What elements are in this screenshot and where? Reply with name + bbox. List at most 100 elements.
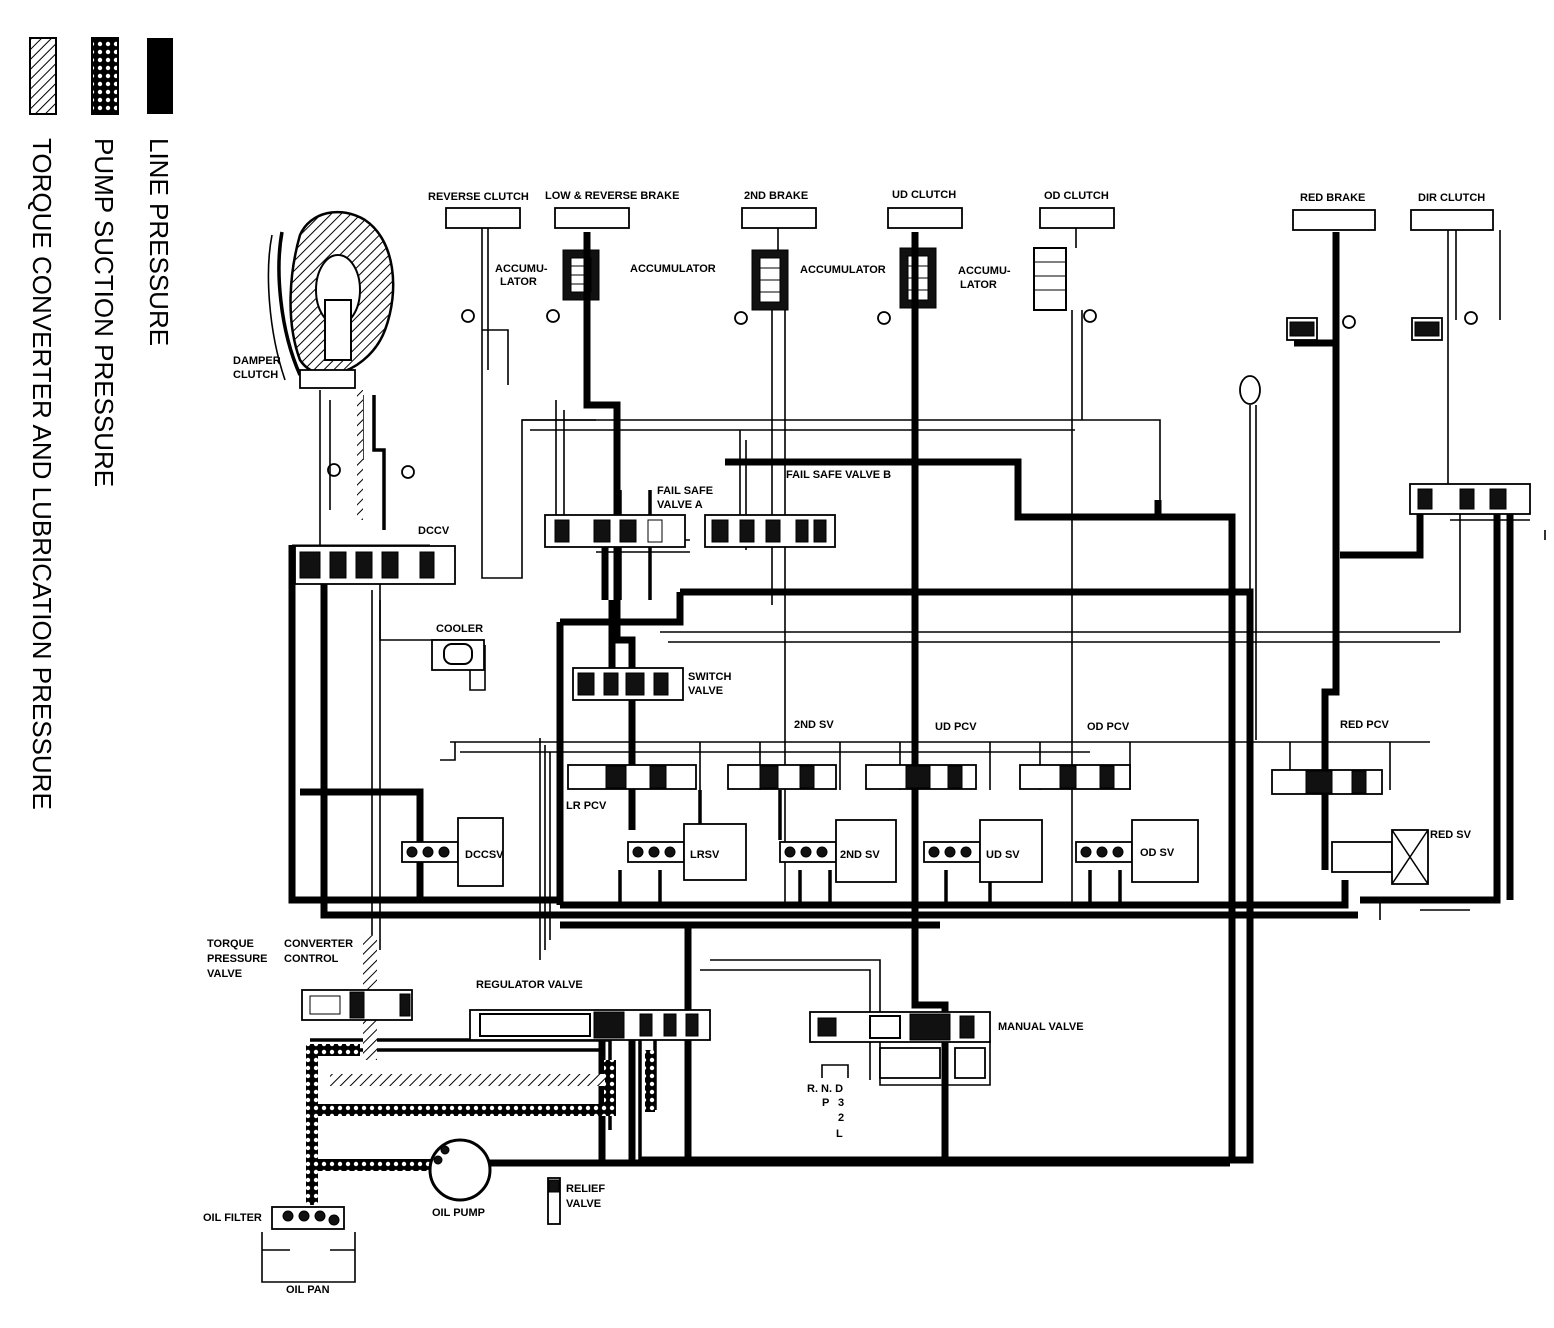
label-ud-sv: UD SV <box>986 849 1020 861</box>
signal-lines <box>319 228 1546 1086</box>
label-gear-p: P <box>822 1097 829 1109</box>
medium-lines <box>310 395 1122 1160</box>
label-converter-control-1: CONVERTER <box>284 938 353 950</box>
oil-pan-icon <box>261 1232 356 1283</box>
label-accumulator-1a: ACCUMU- <box>495 263 548 275</box>
labels: REVERSE CLUTCH LOW & REVERSE BRAKE 2ND B… <box>203 189 1485 1296</box>
label-gear-l: L <box>836 1128 843 1140</box>
cooler-icon <box>431 639 485 671</box>
label-switch-valve-1: SWITCH <box>688 671 731 683</box>
solenoid-valve-icon <box>1331 829 1429 885</box>
spool-valve-icon <box>1271 769 1383 795</box>
orifice-icon <box>877 311 891 325</box>
clutch-block-icon <box>741 207 817 229</box>
legend: LINE PRESSURE PUMP SUCTION PRESSURE TORQ… <box>27 37 174 810</box>
spool-valve-icon <box>301 989 413 1021</box>
label-od-pcv: OD PCV <box>1087 721 1130 733</box>
relief-valve-icon <box>547 1177 561 1225</box>
label-torque-pressure-2: PRESSURE <box>207 953 268 965</box>
label-regulator-valve: REGULATOR VALVE <box>476 979 583 991</box>
label-gear-2: 2 <box>838 1112 844 1124</box>
label-oil-filter: OIL FILTER <box>203 1212 262 1224</box>
label-torque-pressure-1: TORQUE <box>207 938 254 950</box>
orifice-icon <box>1239 375 1261 405</box>
label-torque-pressure-3: VALVE <box>207 968 242 980</box>
spool-valve-icon <box>1019 764 1131 790</box>
label-gear-3: 3 <box>838 1097 844 1109</box>
solenoid-valve-icon <box>923 819 1043 883</box>
accumulator-icon <box>751 249 789 311</box>
solenoid-valve-icon <box>401 817 504 887</box>
label-accumulator-4a: ACCUMU- <box>958 265 1011 277</box>
label-2nd-sv-top: 2ND SV <box>794 719 834 731</box>
filter-icon <box>271 1206 345 1230</box>
label-lr-pcv: LR PCV <box>566 800 607 812</box>
label-dir-clutch: DIR CLUTCH <box>1418 192 1485 204</box>
label-converter-control-2: CONTROL <box>284 953 339 965</box>
orifice-icon <box>1083 309 1097 323</box>
label-switch-valve-2: VALVE <box>688 685 723 697</box>
label-fail-safe-a-1: FAIL SAFE <box>657 485 713 497</box>
pump-suction-lines <box>306 1044 655 1205</box>
right-clutch-valves <box>1286 317 1443 341</box>
solenoid-valves <box>401 817 1429 887</box>
spool-valve-icon <box>544 514 686 548</box>
spool-valve-icon <box>294 545 456 585</box>
label-relief-valve-2: VALVE <box>566 1198 601 1210</box>
orifice-icon <box>401 465 415 479</box>
label-red-pcv: RED PCV <box>1340 719 1390 731</box>
label-damper-clutch-1: DAMPER <box>233 355 281 367</box>
legend-line-text: LINE PRESSURE <box>144 138 174 346</box>
label-ud-clutch: UD CLUTCH <box>892 189 956 201</box>
orifice-icon <box>1342 315 1356 329</box>
legend-line-swatch <box>147 38 173 114</box>
spool-valves <box>294 483 1531 1079</box>
label-od-sv: OD SV <box>1140 847 1175 859</box>
label-fail-safe-a-2: VALVE A <box>657 499 703 511</box>
label-accumulator-2: ACCUMULATOR <box>630 263 716 275</box>
label-accumulator-3: ACCUMULATOR <box>800 264 886 276</box>
gear-selector-icon <box>821 1064 849 1078</box>
legend-torque-text: TORQUE CONVERTER AND LUBRICATION PRESSUR… <box>27 138 57 810</box>
legend-torque-swatch <box>29 37 57 115</box>
label-red-sv: RED SV <box>1430 829 1472 841</box>
clutch-block-icon <box>1410 209 1494 231</box>
label-lrsv: LRSV <box>690 849 720 861</box>
spool-valve-icon <box>704 514 836 548</box>
spool-valve-icon <box>809 1011 991 1079</box>
label-2nd-sv: 2ND SV <box>840 849 880 861</box>
spool-valve-icon <box>727 764 837 790</box>
clutch-block-icon <box>445 207 521 229</box>
spool-valve-icon <box>572 667 684 701</box>
label-accumulator-4b: LATOR <box>960 279 997 291</box>
torque-converter-icon <box>267 210 395 389</box>
label-low-reverse-brake: LOW & REVERSE BRAKE <box>545 190 679 202</box>
orifice-icon <box>327 463 341 477</box>
clutch-block-icon <box>887 207 963 229</box>
orifice-icon <box>734 311 748 325</box>
top-clutch-blocks <box>445 207 1494 231</box>
pressure-control-valves <box>567 764 1383 795</box>
solenoid-valve-icon <box>1075 819 1199 883</box>
label-reverse-clutch: REVERSE CLUTCH <box>428 191 529 203</box>
label-od-clutch: OD CLUTCH <box>1044 190 1109 202</box>
clutch-block-icon <box>1292 209 1376 231</box>
accumulator-icon <box>1033 247 1067 311</box>
legend-suction-swatch <box>91 37 119 115</box>
spool-valve-icon <box>469 1009 711 1041</box>
label-red-brake: RED BRAKE <box>1300 192 1365 204</box>
orifice-icon <box>1464 311 1478 325</box>
legend-suction-text: PUMP SUCTION PRESSURE <box>89 138 119 487</box>
spool-valve-icon <box>1409 483 1531 515</box>
label-2nd-brake: 2ND BRAKE <box>744 190 808 202</box>
label-oil-pump: OIL PUMP <box>432 1207 485 1219</box>
label-damper-clutch-2: CLUTCH <box>233 369 278 381</box>
label-accumulator-1b: LATOR <box>500 276 537 288</box>
spool-valve-icon <box>865 764 977 790</box>
label-relief-valve-1: RELIEF <box>566 1183 605 1195</box>
clutch-block-icon <box>554 207 630 229</box>
orifices <box>327 309 1478 479</box>
solenoid-valve-icon <box>627 823 747 881</box>
label-dccsv: DCCSV <box>465 849 504 861</box>
